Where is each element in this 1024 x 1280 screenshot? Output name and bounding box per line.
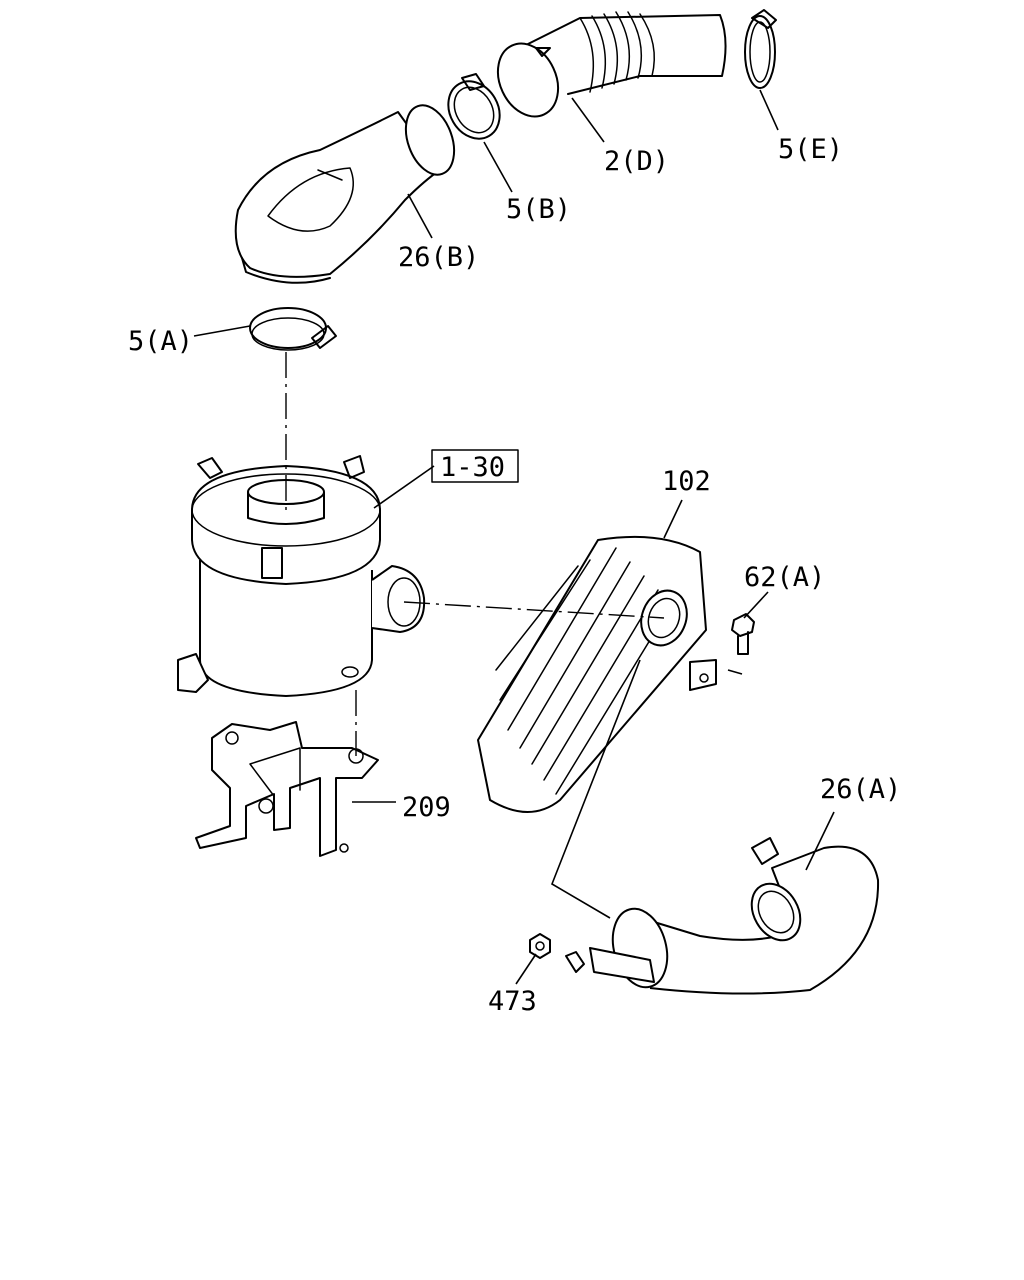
label-2d[interactable]: 2(D) xyxy=(604,146,669,177)
callout-labels: 5(E) 2(D) 5(B) 26(B) 5(A) 1-30 102 62(A)… xyxy=(128,134,901,1017)
nut-473[interactable] xyxy=(529,933,585,973)
label-5e[interactable]: 5(E) xyxy=(778,134,843,165)
label-26a[interactable]: 26(A) xyxy=(820,774,901,805)
intake-duct-2d[interactable] xyxy=(487,11,727,126)
label-26b[interactable]: 26(B) xyxy=(398,242,479,273)
hose-clamp-5a[interactable] xyxy=(249,307,337,351)
bracket-209[interactable] xyxy=(195,721,379,857)
label-209[interactable]: 209 xyxy=(402,792,451,823)
label-1-30-box xyxy=(431,449,519,483)
leader-lines xyxy=(193,89,835,985)
alignment-lines xyxy=(285,352,743,919)
label-102[interactable]: 102 xyxy=(662,466,711,497)
hose-clamp-5e[interactable] xyxy=(744,9,777,89)
label-1-30[interactable]: 1-30 xyxy=(440,452,505,483)
hose-clamp-5b[interactable] xyxy=(438,72,510,148)
label-62a[interactable]: 62(A) xyxy=(744,562,825,593)
label-473[interactable]: 473 xyxy=(488,986,537,1017)
air-cleaner-1-30[interactable] xyxy=(177,455,426,697)
label-5a[interactable]: 5(A) xyxy=(128,326,193,357)
elbow-duct-26b[interactable] xyxy=(234,99,463,284)
intake-pipe-26a[interactable] xyxy=(589,837,880,995)
bolt-62a[interactable] xyxy=(731,613,755,655)
label-5b[interactable]: 5(B) xyxy=(506,194,571,225)
